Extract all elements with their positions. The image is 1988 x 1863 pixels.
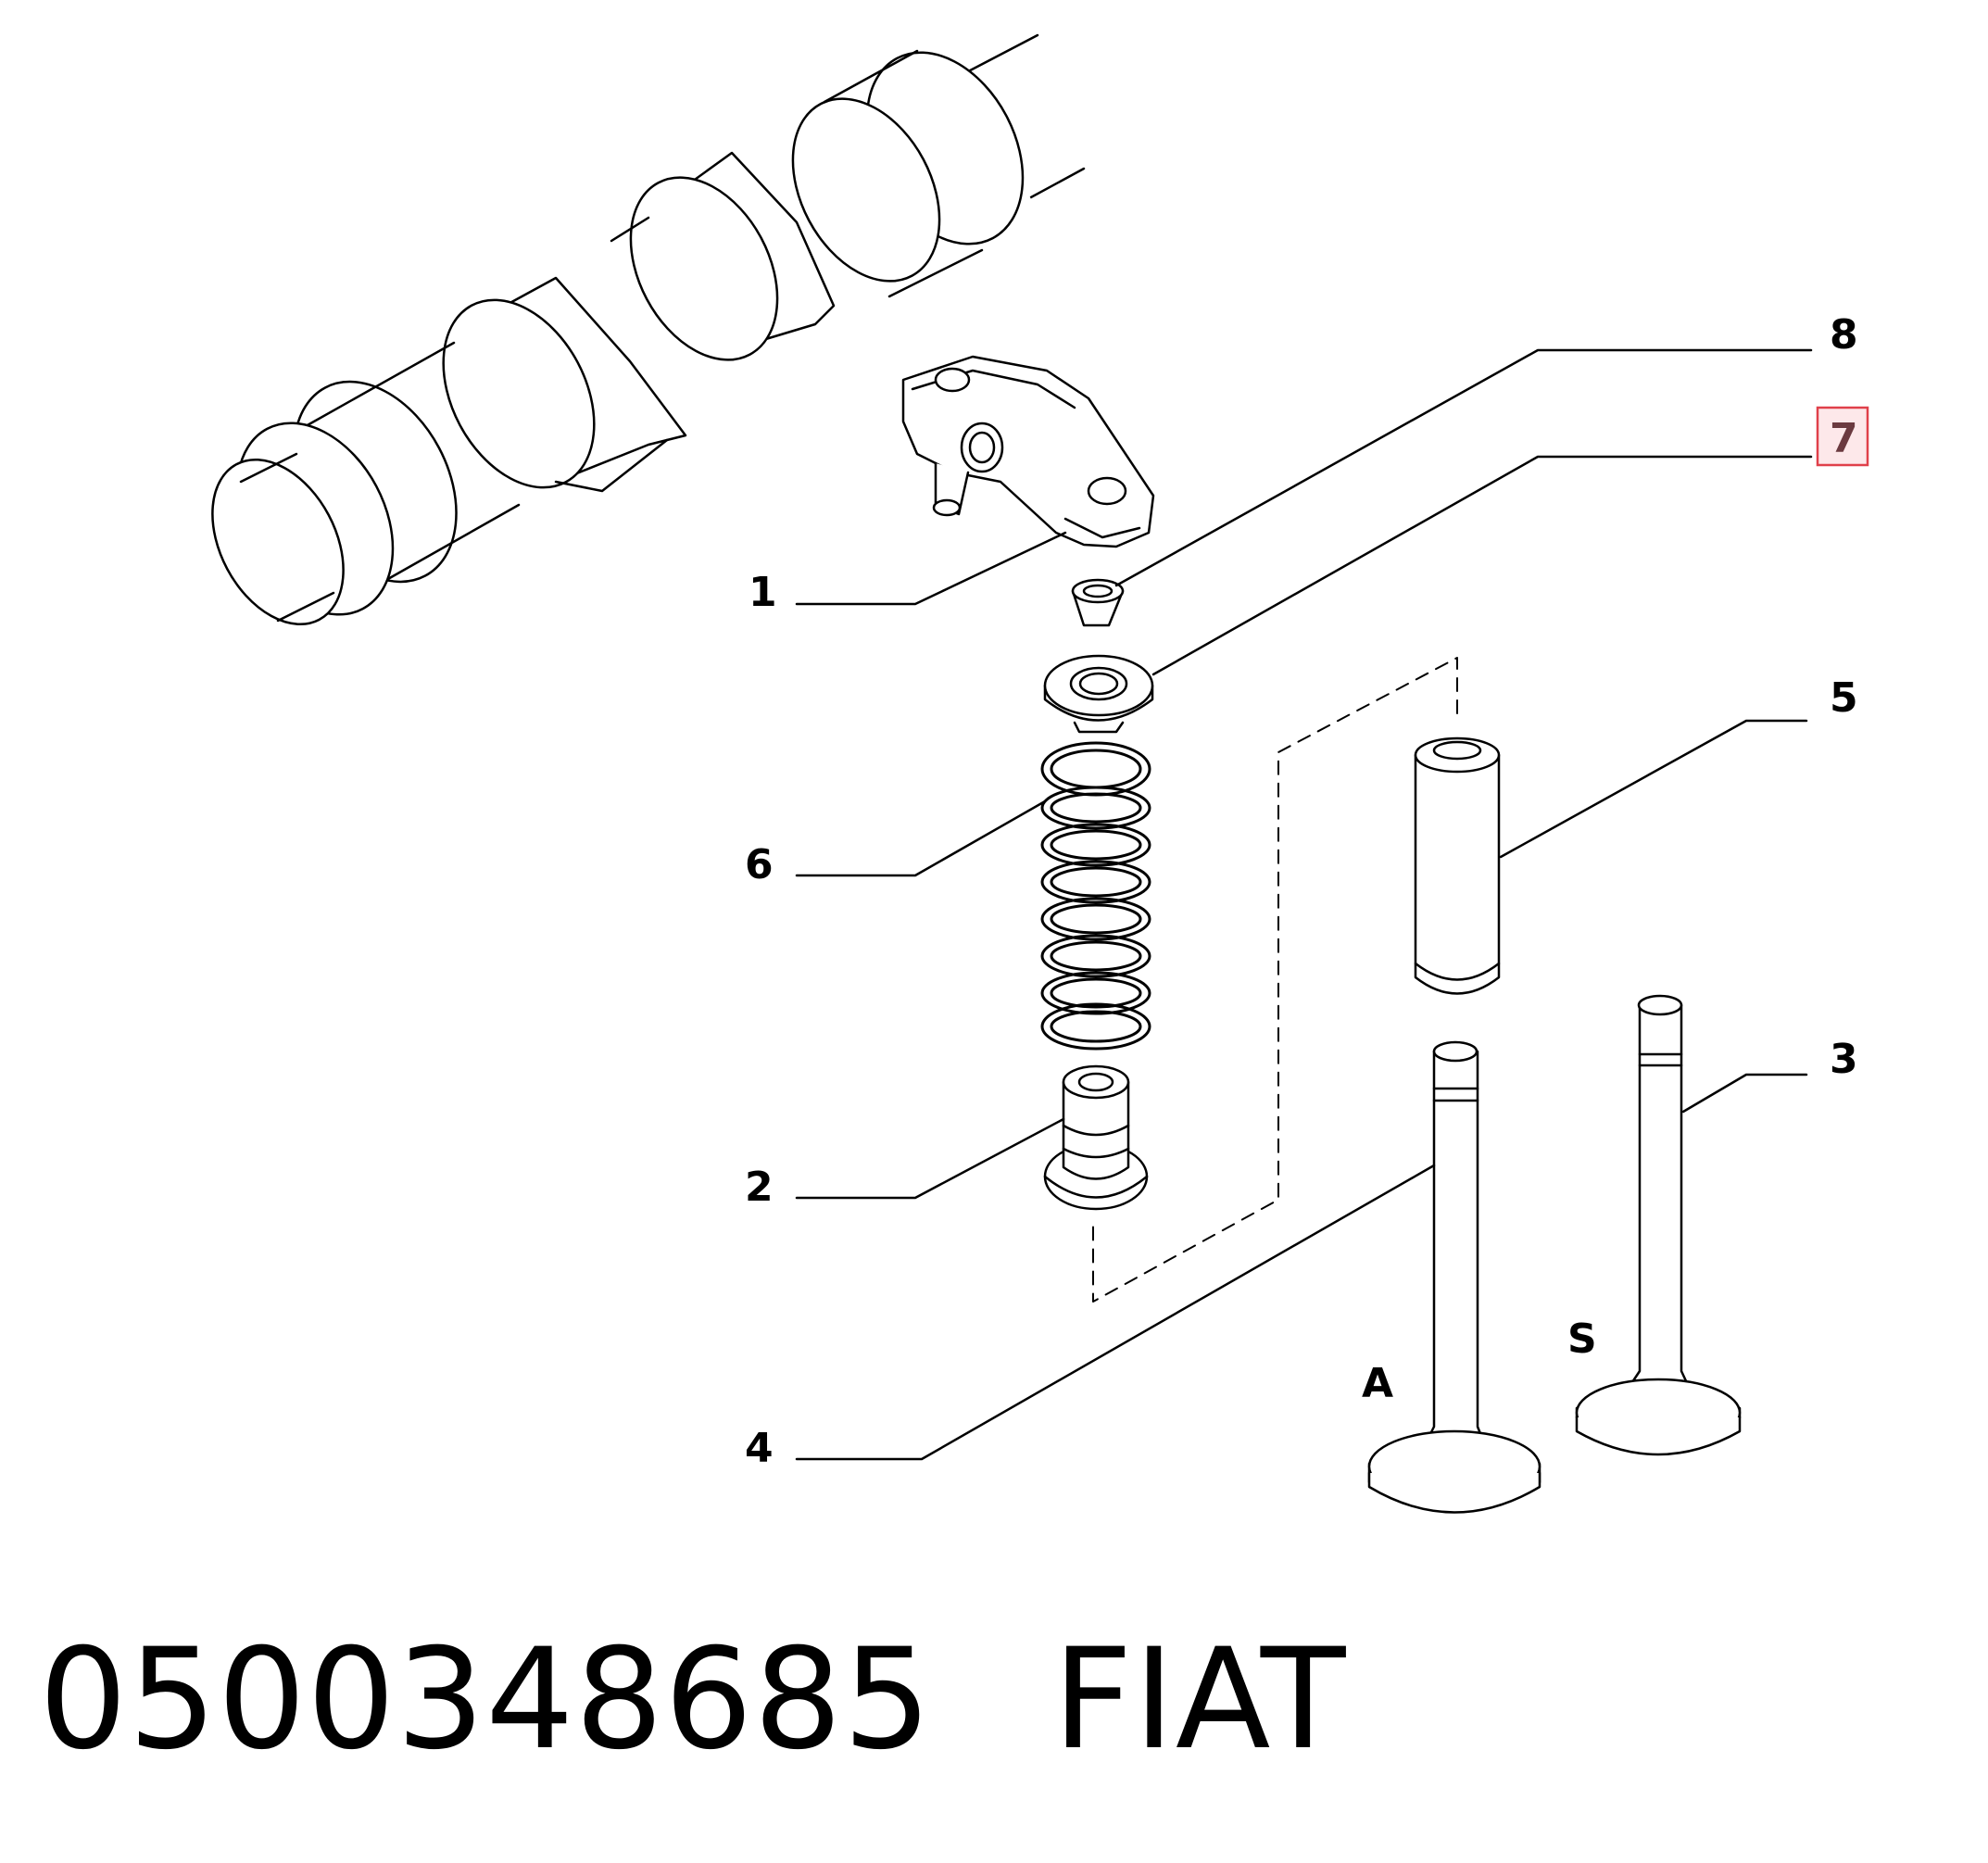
assembly-dashed-line [1092,657,1458,1303]
callout-1: 1 [749,569,777,616]
brand-name: FIAT [1052,1619,1347,1781]
valve-guide [1414,736,1501,995]
valve-collet [1071,578,1125,627]
leader-3 [1681,1073,1808,1114]
callout-8: 8 [1830,311,1858,359]
leader-2 [795,1117,1065,1200]
valve-a [1367,1040,1541,1514]
rocker-arm [901,355,1155,548]
highlight-box-7 [1816,406,1869,467]
callout-3: 3 [1830,1036,1858,1083]
valve-stem-seal [1043,1064,1149,1211]
valve-s [1575,994,1742,1456]
camshaft [211,33,1086,626]
leader-7 [1151,455,1813,676]
leader-5 [1499,719,1808,859]
leader-6 [795,799,1047,877]
callout-6: 6 [745,841,774,888]
spring-retainer [1043,654,1154,734]
leader-8 [1114,348,1813,587]
part-number: 0500348685 [39,1619,933,1781]
leader-4 [795,1164,1436,1461]
variant-label-s: S [1567,1315,1597,1363]
valve-spring [1040,741,1151,1051]
variant-label-a: A [1362,1360,1393,1407]
callout-4: 4 [745,1425,774,1472]
leader-lines [795,348,1813,1461]
callout-7: 7 [1830,415,1858,462]
leader-1 [795,531,1067,606]
callout-5: 5 [1830,674,1858,722]
callout-2: 2 [745,1164,774,1211]
